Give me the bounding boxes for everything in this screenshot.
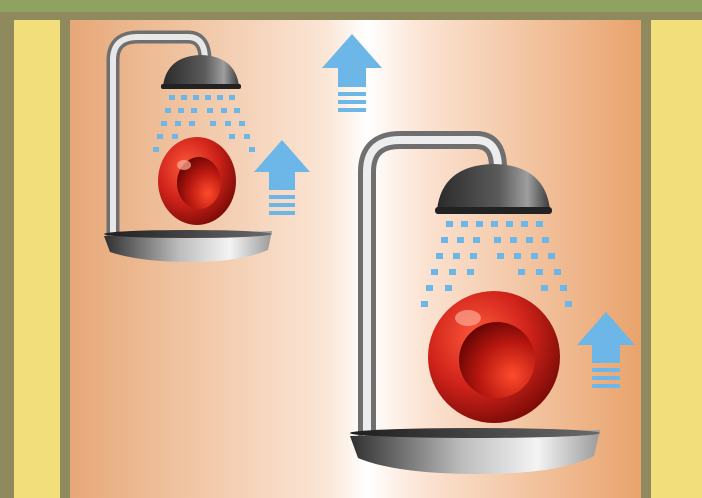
red-blood-cell-icon [428,291,560,423]
top-band [0,0,702,12]
red-blood-cell-icon [158,137,236,225]
right-panel [651,20,702,498]
left-panel [14,20,60,498]
